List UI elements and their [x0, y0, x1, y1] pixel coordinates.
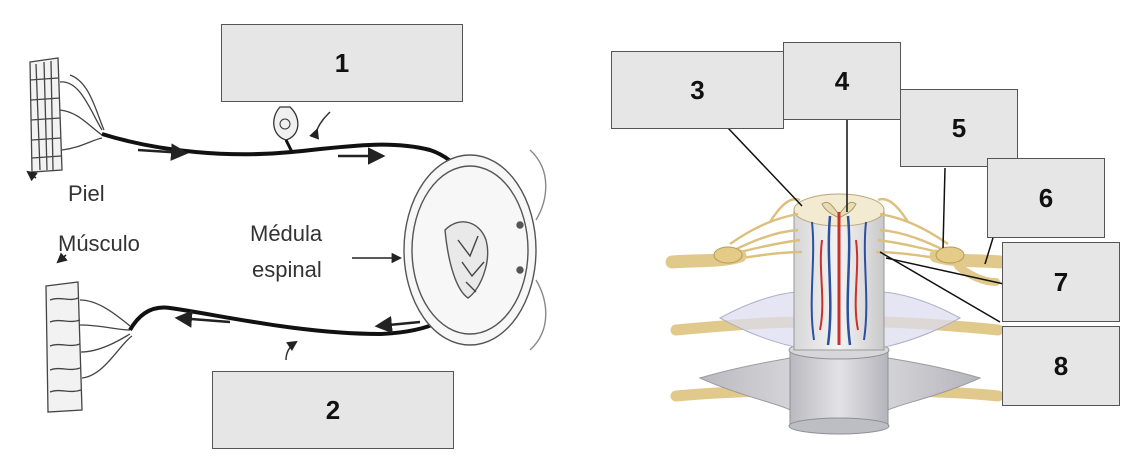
- label-musculo: Músculo: [58, 231, 140, 256]
- answer-box-8[interactable]: 8: [1002, 326, 1120, 406]
- reflex-arc-diagram: [26, 57, 547, 413]
- label-medula-line1: Médula: [250, 221, 323, 246]
- leader-lines: [727, 120, 1005, 323]
- answer-box-6[interactable]: 6: [987, 158, 1105, 238]
- label-medula-line2: espinal: [252, 257, 322, 282]
- muscle-illustration: [45, 281, 133, 413]
- dorsal-root-ganglion: [273, 106, 299, 141]
- answer-box-5[interactable]: 5: [900, 89, 1018, 167]
- answer-box-2[interactable]: 2: [212, 371, 454, 449]
- spinal-cord-section: [403, 149, 547, 351]
- answer-box-7[interactable]: 7: [1002, 242, 1120, 322]
- answer-box-1[interactable]: 1: [221, 24, 463, 102]
- answer-box-4[interactable]: 4: [783, 42, 901, 120]
- label-piel: Piel: [68, 181, 105, 206]
- skin-illustration: [29, 57, 105, 173]
- answer-box-3[interactable]: 3: [611, 51, 784, 129]
- spinal-cord-segment-illustration: [665, 193, 1007, 435]
